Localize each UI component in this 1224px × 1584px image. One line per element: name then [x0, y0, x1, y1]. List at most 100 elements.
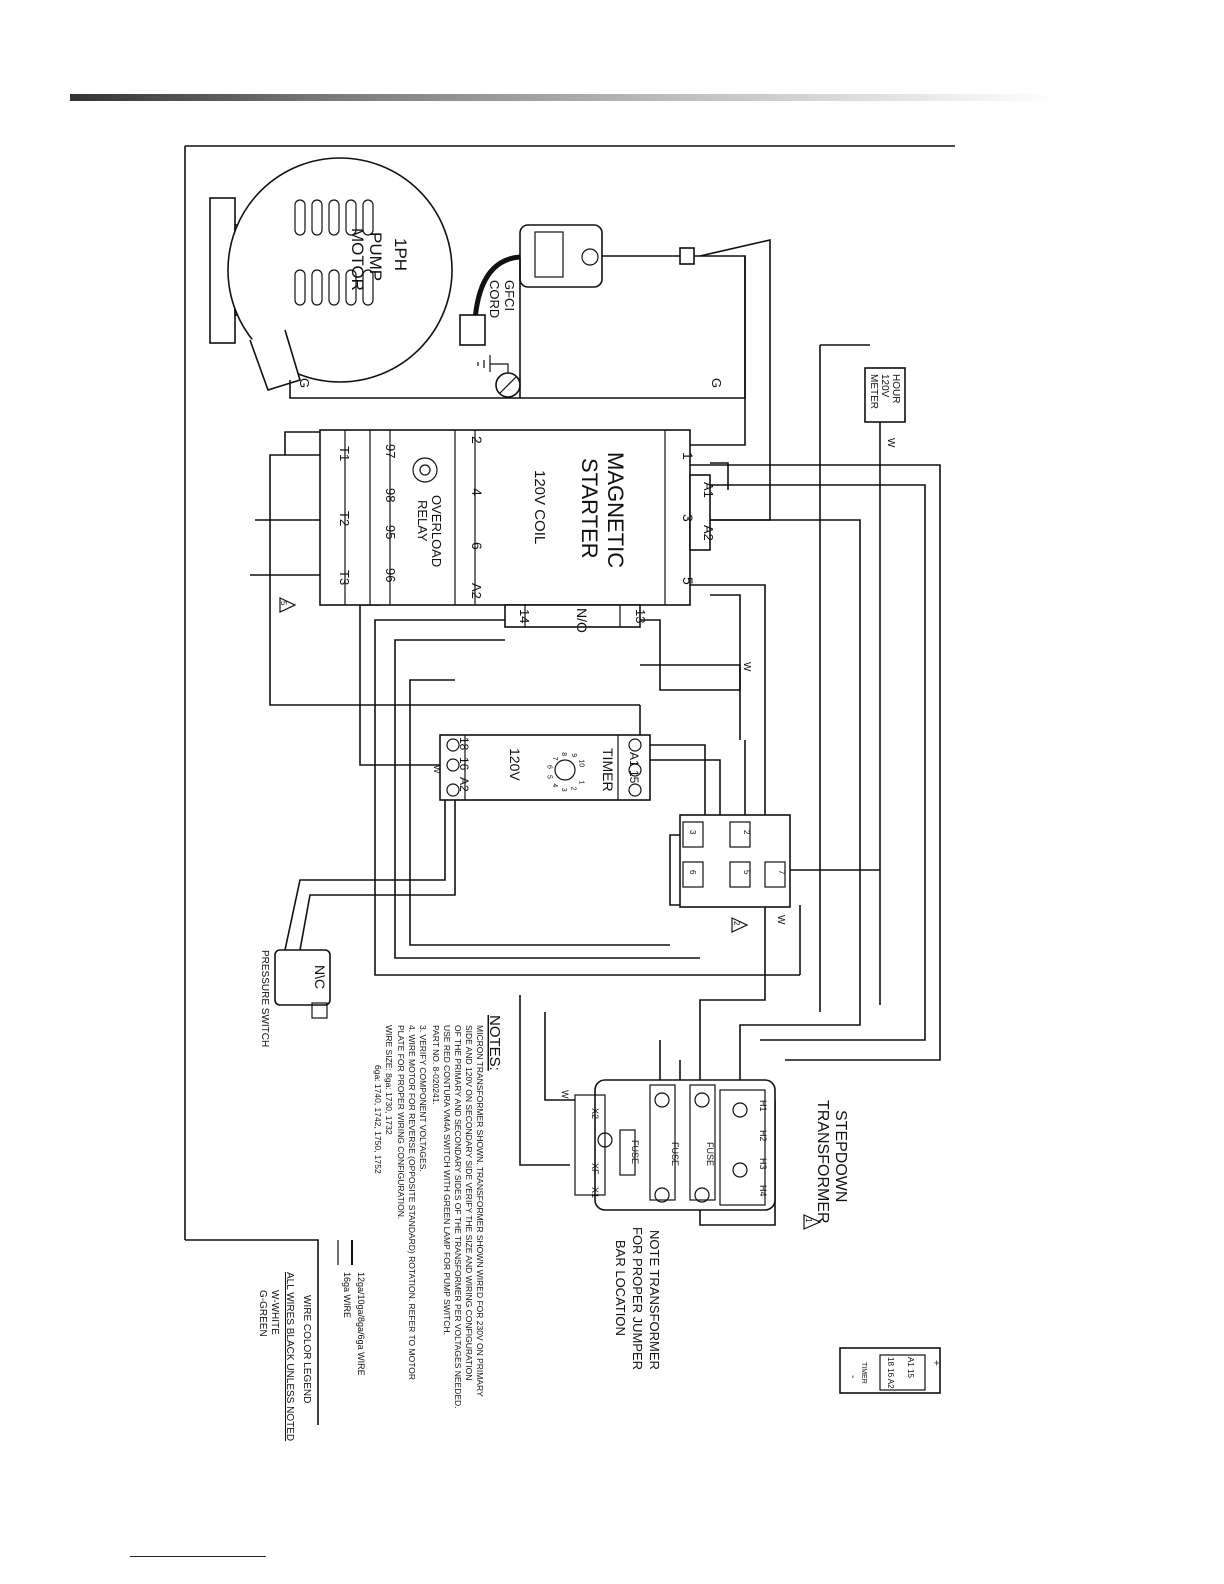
- note-line: USE RED CONTURA VM4A SWITCH WITH GREEN L…: [442, 1025, 452, 1335]
- hour-meter-label-3: METER: [868, 374, 879, 409]
- note-line: OF THE PRIMARY AND SECONDARY SIDES OF TH…: [453, 1025, 463, 1409]
- terminal-h2: H2: [758, 1130, 768, 1142]
- transformer-title-2: TRANSFORMER: [814, 1100, 831, 1224]
- terminal-13: 13: [633, 609, 648, 623]
- notes: NOTES: MICRON TRANSFORMER SHOWN. TRANSFO…: [373, 1015, 503, 1409]
- note-line: WIRE SIZE: 8ga: 1730, 1732: [384, 1025, 394, 1135]
- magnetic-starter: MAGNETIC STARTER 120V COIL OVERLOAD RELA…: [279, 429, 716, 633]
- hour-meter-wire-label: W: [885, 438, 896, 448]
- note-line: PLATE FOR PROPER WIRING CONFIGURATION.: [396, 1025, 406, 1219]
- note-line: MICRON TRANSFORMER SHOWN. TRANSFORMER SH…: [475, 1025, 485, 1397]
- note-line: SIDE AND 120V ON SECONDARY SIDE VERIFY T…: [464, 1025, 474, 1380]
- timer-terminal-18: 18: [457, 737, 471, 751]
- motor-label-1: 1PH: [391, 238, 410, 271]
- fuse-label-3: FUSE: [630, 1140, 640, 1164]
- timer-title: TIMER: [600, 748, 616, 792]
- socket-terminal-3: 3: [688, 830, 697, 835]
- terminal-t2: T2: [337, 511, 352, 526]
- inset-minus: -: [847, 1375, 858, 1378]
- terminal-x2: X2: [590, 1108, 600, 1119]
- relay-socket: 2 3 5 6 7 2 W W W: [432, 662, 791, 933]
- legend-subtitle: ALL WIRES BLACK UNLESS NOTED: [284, 1272, 295, 1441]
- overload-label-1: OVERLOAD: [429, 495, 444, 567]
- terminal-4: 4: [469, 488, 485, 496]
- wire-white-label: W: [432, 765, 442, 774]
- terminal-xf: XF: [590, 1163, 600, 1175]
- dial-number: 7: [551, 757, 558, 761]
- wire-white-label: W: [560, 1090, 570, 1099]
- note-ref-5: 5: [279, 601, 288, 606]
- pressure-switch-contact: N\C: [312, 965, 328, 989]
- terminal-96: 96: [383, 568, 398, 582]
- socket-terminal-5: 5: [742, 870, 751, 875]
- header-rule: [70, 94, 1055, 101]
- dial-number: 9: [570, 753, 577, 757]
- dial-number: 5: [546, 775, 553, 779]
- terminal-t1: T1: [337, 446, 352, 461]
- pressure-switch-label: PRESSURE SWITCH: [259, 950, 270, 1047]
- timer-inset: A1 15 18 16 A2 TIMER + -: [839, 1347, 941, 1394]
- dial-number: 2: [570, 787, 577, 791]
- dial-number: 4: [551, 783, 558, 787]
- note-ref-1: 1: [804, 1218, 813, 1223]
- transformer-note-1: NOTE TRANSFORMER: [647, 1230, 662, 1370]
- note-line: 3. VERIFY COMPONENT VOLTAGES.: [418, 1025, 428, 1172]
- terminal-t3: T3: [337, 570, 352, 585]
- socket-terminal-7: 7: [777, 870, 786, 875]
- footer-rule: [130, 1556, 266, 1557]
- timer-terminal-a2: A2: [457, 777, 471, 792]
- terminal-h4: H4: [758, 1185, 768, 1197]
- gfci-label-1: GFCI: [502, 280, 517, 311]
- hour-meter-label-1: HOUR: [890, 374, 901, 403]
- inset-bottom-terminals: 18 16 A2: [886, 1357, 895, 1389]
- wires: [250, 238, 941, 1226]
- hour-meter-label-2: 120V: [879, 374, 890, 398]
- legend-green: G-GREEN: [257, 1290, 268, 1337]
- ground-icon: [477, 355, 521, 398]
- terminal-a2: A2: [701, 525, 716, 541]
- wire-white-label: W: [741, 662, 752, 672]
- fuse-label-1: FUSE: [670, 1142, 680, 1166]
- terminal-5: 5: [680, 577, 696, 585]
- dial-number: 6: [546, 765, 553, 769]
- terminal-x1: X1: [590, 1187, 600, 1198]
- terminal-6: 6: [469, 542, 485, 550]
- terminal-95: 95: [383, 525, 398, 539]
- timer-terminal-15: 15: [627, 770, 641, 784]
- transformer-title-1: STEPDOWN: [832, 1110, 849, 1202]
- timer-dial[interactable]: [554, 759, 576, 781]
- wire-color-legend: WIRE COLOR LEGEND ALL WIRES BLACK UNLESS…: [185, 1239, 319, 1441]
- fuse-label-2: FUSE: [705, 1142, 715, 1166]
- wire-size-key: 12ga/10ga/8ga/6ga WIRE 16ga WIRE: [337, 1240, 366, 1376]
- socket-terminal-2: 2: [742, 830, 751, 835]
- terminal-1: 1: [680, 452, 696, 460]
- gfci-cord: GFCI CORD G: [459, 224, 724, 388]
- notes-title: NOTES:: [486, 1015, 503, 1071]
- timer-voltage: 120V: [507, 748, 523, 781]
- terminal-a2-lower: A2: [469, 583, 484, 599]
- legend-white: W-WHITE: [269, 1290, 280, 1335]
- terminal-h3: H3: [758, 1158, 768, 1170]
- starter-title-2: STARTER: [577, 458, 602, 559]
- stepdown-transformer: FUSE FUSE FUSE H1 H2 H3 H4 X2 XF X1 W ST…: [560, 1079, 849, 1370]
- motor-ground-label: G: [297, 378, 312, 388]
- note-ref-2: 2: [732, 921, 741, 926]
- hour-meter: HOUR 120V METER W: [864, 367, 906, 448]
- inset-top-terminals: A1 15: [906, 1357, 915, 1378]
- starter-title-1: MAGNETIC: [603, 452, 628, 568]
- terminal-98: 98: [383, 488, 398, 502]
- heavy-wire-label: 12ga/10ga/8ga/6ga WIRE: [356, 1272, 366, 1376]
- inset-label: TIMER: [860, 1362, 867, 1384]
- terminal-a1: A1: [701, 482, 716, 498]
- terminal-2: 2: [469, 436, 485, 444]
- legend-title: WIRE COLOR LEGEND: [301, 1295, 312, 1403]
- motor-label-2: PUMP: [366, 232, 385, 281]
- socket-terminal-6: 6: [688, 870, 697, 875]
- timer-terminal-a1: A1: [627, 752, 641, 767]
- transformer-note-3: BAR LOCATION: [613, 1240, 628, 1336]
- overload-label-2: RELAY: [415, 500, 430, 542]
- note-line: 4. WIRE MOTOR FOR REVERSE (OPPOSITE STAN…: [407, 1025, 417, 1380]
- dial-number: 8: [560, 752, 567, 756]
